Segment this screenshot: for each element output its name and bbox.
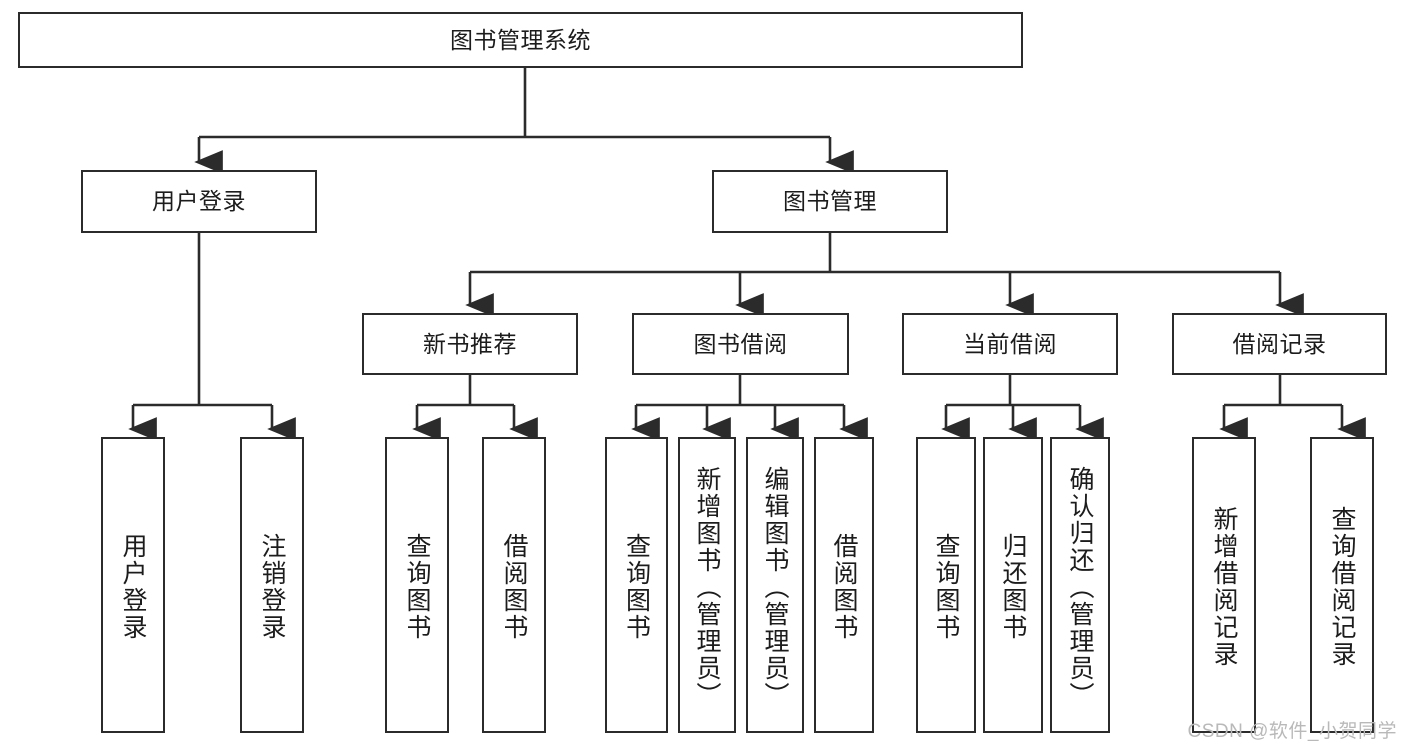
leaf-node[interactable]: 归还图书 (983, 437, 1043, 733)
leaf-node-label: 查询图书 (932, 533, 960, 641)
node-new-book-recommend[interactable]: 新书推荐 (362, 313, 578, 375)
leaf-node-label: 查询图书 (622, 533, 651, 641)
csdn-watermark: CSDN @软件_小贺同学 (1187, 721, 1397, 742)
leaf-node-label: 编辑图书（管理员） (761, 465, 789, 709)
leaf-node[interactable]: 用户登录 (101, 437, 165, 733)
leaf-node-label: 注销登录 (258, 533, 286, 641)
node-book-borrow-label: 图书借阅 (693, 330, 788, 357)
node-borrow-record[interactable]: 借阅记录 (1172, 313, 1387, 375)
node-current-borrow[interactable]: 当前借阅 (902, 313, 1118, 375)
leaf-node[interactable]: 注销登录 (240, 437, 304, 733)
leaf-node[interactable]: 借阅图书 (482, 437, 546, 733)
leaf-node-label: 查询借阅记录 (1328, 506, 1356, 668)
leaf-node-label: 借阅图书 (500, 533, 528, 641)
leaf-node-label: 归还图书 (999, 533, 1027, 641)
node-current-borrow-label: 当前借阅 (963, 330, 1057, 357)
leaf-node[interactable]: 确认归还（管理员） (1050, 437, 1110, 733)
leaf-node[interactable]: 借阅图书 (814, 437, 874, 733)
node-user-login[interactable]: 用户登录 (81, 170, 317, 233)
leaf-node[interactable]: 新增图书（管理员） (678, 437, 736, 733)
leaf-node[interactable]: 新增借阅记录 (1192, 437, 1256, 733)
node-book-borrow[interactable]: 图书借阅 (632, 313, 849, 375)
node-root-label: 图书管理系统 (450, 26, 591, 53)
node-new-book-recommend-label: 新书推荐 (423, 330, 517, 357)
leaf-node[interactable]: 查询图书 (605, 437, 668, 733)
node-root-system[interactable]: 图书管理系统 (18, 12, 1023, 68)
leaf-node-label: 新增图书（管理员） (693, 465, 721, 709)
node-book-management-label: 图书管理 (783, 188, 877, 215)
leaf-node-label: 借阅图书 (830, 533, 858, 641)
node-user-login-label: 用户登录 (152, 188, 246, 215)
node-book-management[interactable]: 图书管理 (712, 170, 948, 233)
leaf-node[interactable]: 查询图书 (385, 437, 449, 733)
leaf-node-label: 新增借阅记录 (1210, 506, 1238, 668)
leaf-node[interactable]: 查询借阅记录 (1310, 437, 1374, 733)
leaf-node-label: 用户登录 (119, 533, 147, 641)
leaf-node-label: 确认归还（管理员） (1066, 465, 1094, 709)
leaf-node[interactable]: 查询图书 (916, 437, 976, 733)
node-borrow-record-label: 借阅记录 (1232, 330, 1327, 357)
leaf-node-label: 查询图书 (403, 533, 431, 641)
leaf-node[interactable]: 编辑图书（管理员） (746, 437, 804, 733)
